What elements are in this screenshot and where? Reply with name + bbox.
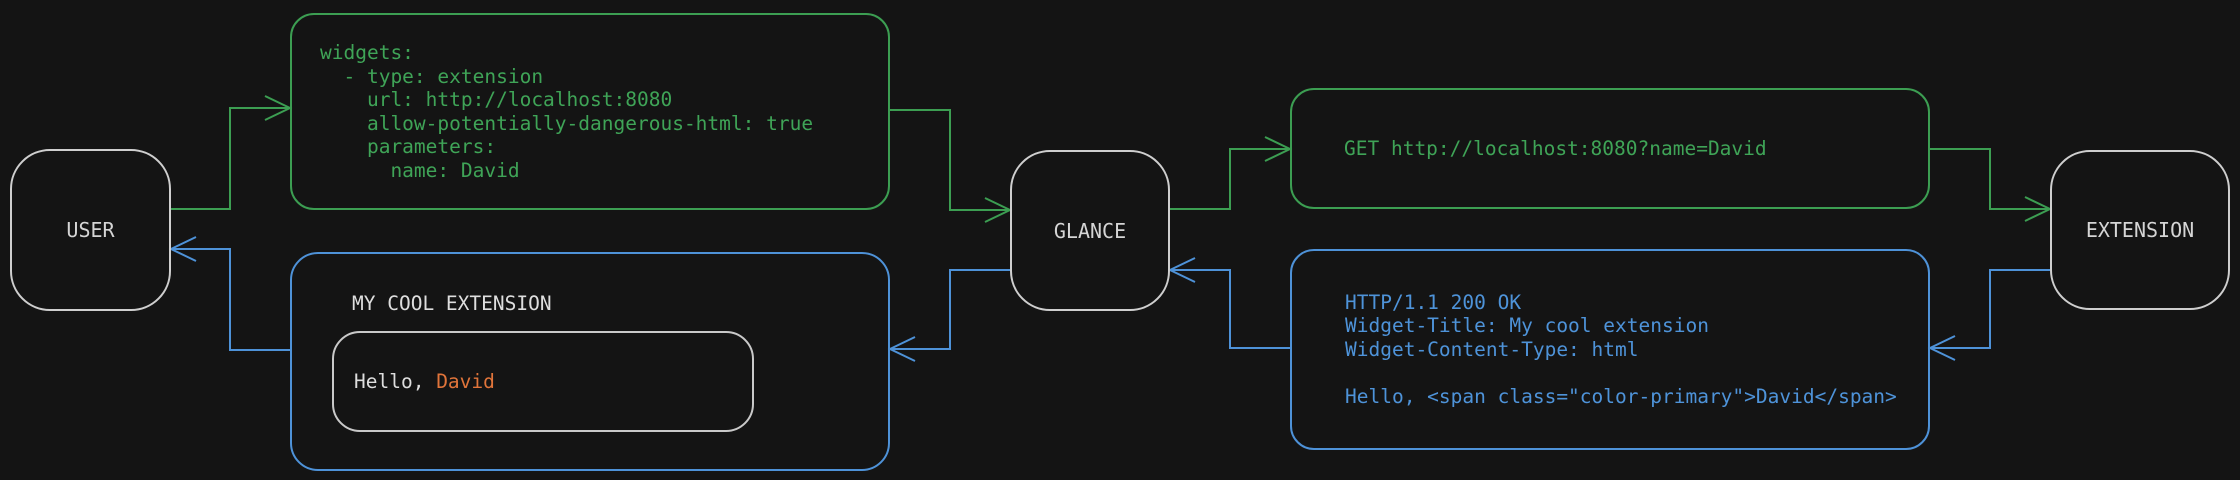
extension-node: EXTENSION [2050, 150, 2230, 310]
request-line: GET http://localhost:8080?name=David [1344, 136, 1767, 160]
config-line: name: David [320, 158, 520, 182]
http-response-box: HTTP/1.1 200 OK Widget-Title: My cool ex… [1290, 249, 1930, 450]
glance-node: GLANCE [1010, 150, 1170, 311]
config-line: allow-potentially-dangerous-html: true [320, 111, 814, 135]
response-line: Widget-Title: My cool extension [1345, 314, 1709, 338]
glance-node-label: GLANCE [1053, 218, 1127, 243]
widget-greeting-box: Hello, David [332, 331, 754, 432]
greeting-prefix: Hello, [354, 370, 437, 393]
user-node-label: USER [66, 218, 115, 242]
config-line: - type: extension [320, 64, 544, 88]
greeting-name: David [436, 370, 495, 393]
config-yaml-box: widgets: - type: extension url: http://l… [290, 13, 890, 210]
config-line: url: http://localhost:8080 [320, 88, 673, 111]
config-line: parameters: [320, 135, 497, 158]
response-line: Hello, <span class="color-primary">David… [1345, 384, 1897, 408]
config-line: widgets: [320, 41, 414, 64]
widget-preview-box: MY COOL EXTENSION Hello, David [290, 252, 890, 471]
response-line [1345, 361, 1928, 385]
extension-node-label: EXTENSION [2085, 218, 2195, 242]
http-request-box: GET http://localhost:8080?name=David [1290, 88, 1930, 209]
response-flow-arrows [168, 236, 2050, 362]
response-line: HTTP/1.1 200 OK [1345, 290, 1522, 314]
user-node: USER [10, 149, 171, 311]
widget-preview-title: MY COOL EXTENSION [352, 292, 552, 315]
response-line: Widget-Content-Type: html [1345, 337, 1639, 361]
